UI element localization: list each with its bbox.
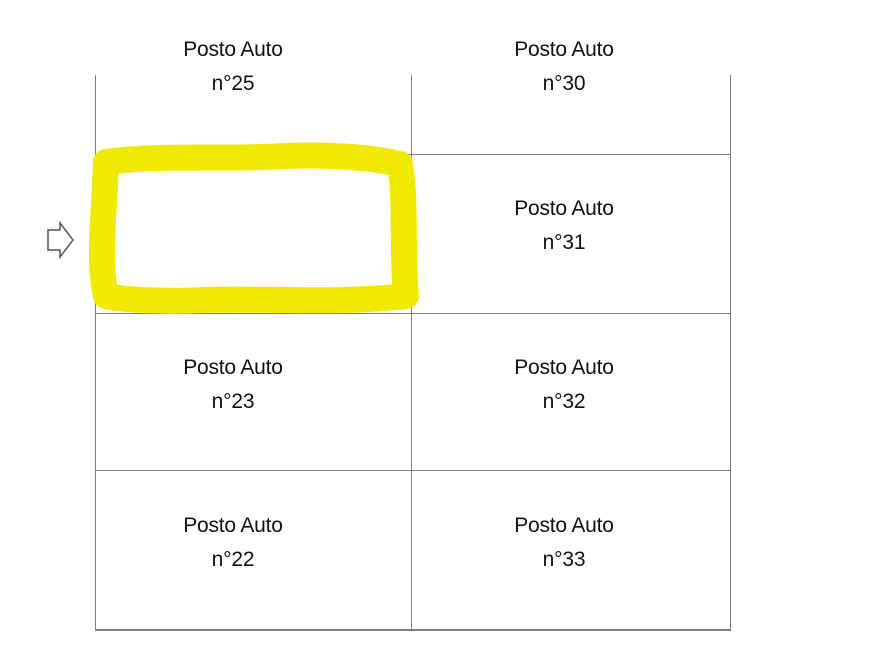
parking-slot-23: Posto Auto n°23 — [133, 351, 333, 419]
slot-number: n°22 — [211, 548, 255, 571]
parking-slot-33: Posto Auto n°33 — [464, 509, 664, 577]
parking-slot-22: Posto Auto n°22 — [133, 509, 333, 577]
slot-number: n°25 — [211, 72, 255, 95]
parking-slot-30: Posto Auto n°30 — [464, 33, 664, 101]
grid-line-row-2 — [95, 313, 731, 314]
grid-line-left — [95, 75, 96, 631]
parking-slot-31: Posto Auto n°31 — [464, 192, 664, 260]
right-arrow-outline-icon — [47, 220, 74, 260]
slot-title: Posto Auto — [514, 197, 614, 220]
slot-number: n°31 — [542, 231, 586, 254]
slot-number: n°23 — [211, 390, 255, 413]
slot-title: Posto Auto — [514, 356, 614, 379]
parking-slot-25: Posto Auto n°25 — [133, 33, 333, 101]
slot-title: Posto Auto — [514, 38, 614, 61]
slot-number: n°33 — [542, 548, 586, 571]
highlighted-empty-slot — [88, 142, 419, 314]
parking-slot-32: Posto Auto n°32 — [464, 351, 664, 419]
grid-line-middle — [411, 75, 412, 631]
slot-title: Posto Auto — [183, 514, 283, 537]
slot-title: Posto Auto — [514, 514, 614, 537]
grid-line-bottom — [95, 629, 731, 631]
slot-number: n°30 — [542, 72, 586, 95]
highlight-stroke — [88, 142, 419, 314]
grid-line-row-3 — [95, 470, 731, 471]
slot-number: n°32 — [542, 390, 586, 413]
grid-line-row-1 — [95, 154, 731, 155]
slot-title: Posto Auto — [183, 38, 283, 61]
slot-title: Posto Auto — [183, 356, 283, 379]
grid-line-right — [730, 75, 731, 631]
